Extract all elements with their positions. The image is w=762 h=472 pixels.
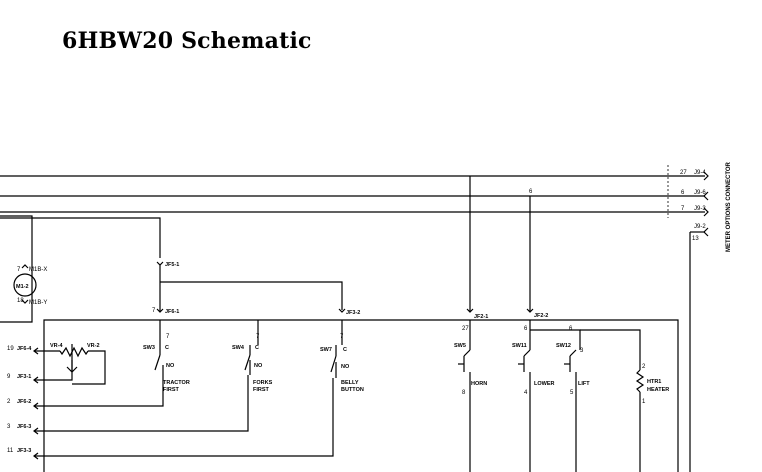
jf6-4-label: JF6-4 [17, 346, 32, 352]
pushbutton-sw11: SW11 4 LOWER [512, 343, 554, 472]
wire-7-sw3: 7 [166, 334, 170, 340]
vr4-label: VR-4 [50, 343, 63, 349]
jf2-2-label: JF2-2 [534, 313, 548, 319]
wire-6-right: 6 [569, 326, 573, 332]
motor-bottom-label: M1B-Y [29, 300, 47, 306]
vertical-feeds: JF5-1 7 JF6-1 JF3-2 JF2-1 6 JF2-2 [152, 176, 548, 320]
pushbutton-sw5: SW5 8 HORN [454, 343, 487, 472]
sw4-label2: FIRST [253, 387, 270, 393]
wire-2-heater: 2 [642, 364, 646, 370]
vr2-label: VR-2 [87, 343, 100, 349]
motor-top-label: M1B-X [29, 267, 47, 273]
wire-6-top: 6 [529, 189, 533, 195]
j9-2-label: J9-2 [694, 224, 706, 230]
sw3-label2: FIRST [163, 387, 180, 393]
sw3-no: NO [166, 363, 175, 369]
htr1-label: HEATER [647, 387, 669, 393]
sw7-c: C [343, 347, 347, 353]
wire-7-at-jf6-1: 7 [152, 308, 156, 314]
sw7-label1: BELLY [341, 380, 359, 386]
sw12-label: LIFT [578, 381, 590, 387]
wire-3-sw12: 3 [580, 348, 584, 354]
potentiometers: VR-4 VR-2 [50, 343, 106, 385]
wire-3-label: 3 [7, 424, 11, 430]
j9-4-label: J9-4 [694, 170, 706, 176]
wire-7-sw7: 7 [340, 334, 344, 340]
wire-13-label: 13 [692, 236, 699, 242]
wire-9-label: 9 [7, 374, 11, 380]
wire-27-label: 27 [680, 170, 687, 176]
sw5-label: HORN [471, 381, 487, 387]
main-rail: 7 7 7 27 6 6 [43, 319, 679, 472]
sw11-id: SW11 [512, 343, 527, 349]
jf6-2-label: JF6-2 [17, 399, 31, 405]
pushbutton-sw12: SW12 3 5 LIFT [556, 343, 590, 472]
wire-27-mid: 27 [462, 326, 469, 332]
switch-sw4: SW4 C NO FORKS FIRST [232, 345, 273, 393]
wire-11-label: 11 [7, 448, 14, 454]
wire-8-label: 8 [462, 390, 466, 396]
wire-5-label: 5 [570, 390, 574, 396]
sw12-id: SW12 [556, 343, 571, 349]
j9-6-label: J9-6 [694, 190, 706, 196]
j9-3-label: J9-3 [694, 206, 706, 212]
sw4-no: NO [254, 363, 263, 369]
sw5-id: SW5 [454, 343, 466, 349]
motor-wire-bottom: 18 [17, 298, 24, 304]
sw4-label1: FORKS [253, 380, 273, 386]
wire-4-label: 4 [524, 390, 528, 396]
htr1-id: HTR1 [647, 379, 661, 385]
page-title: 6HBW20 Schematic [62, 28, 312, 54]
jf6-3-label: JF6-3 [17, 424, 31, 430]
sw7-id: SW7 [320, 347, 332, 353]
jf5-1-label: JF5-1 [165, 262, 179, 268]
jf6-1-label: JF6-1 [165, 309, 179, 315]
wire-6-mid: 6 [524, 326, 528, 332]
sw4-id: SW4 [232, 345, 245, 351]
wire-6-label: 6 [681, 190, 685, 196]
heater-htr1: 2 HTR1 HEATER 1 [635, 364, 669, 472]
motor-label: M1-2 [16, 284, 29, 290]
meter-options-connector-label: METER OPTIONS CONNECTOR [726, 161, 732, 252]
sw4-c: C [255, 345, 259, 351]
jf3-1-label: JF3-1 [17, 374, 31, 380]
wire-1-heater: 1 [642, 399, 646, 405]
sw7-label2: BUTTON [341, 387, 364, 393]
wire-2-label: 2 [7, 399, 11, 405]
wire-7-sw4: 7 [256, 334, 260, 340]
jf2-1-label: JF2-1 [474, 314, 488, 320]
sw11-label: LOWER [534, 381, 554, 387]
switch-sw3: SW3 C NO TRACTOR FIRST [143, 345, 190, 393]
motor-m1-2: M1-2 7 18 M1B-X M1B-Y [13, 264, 47, 306]
sw3-label1: TRACTOR [163, 380, 190, 386]
motor-wire-top: 7 [17, 267, 21, 273]
sw3-c: C [165, 345, 169, 351]
meter-connector: 27 J9-4 6 J9-6 7 J9-3 13 J9-2 METER OPTI… [667, 161, 732, 252]
switch-sw7: SW7 C NO BELLY BUTTON [320, 345, 364, 393]
sw3-id: SW3 [143, 345, 155, 351]
jf3-2-label: JF3-2 [346, 310, 360, 316]
jf3-3-label: JF3-3 [17, 448, 31, 454]
wire-19-label: 19 [7, 346, 14, 352]
top-bus-lines [0, 175, 705, 472]
sw7-no: NO [341, 364, 350, 370]
wire-7-label: 7 [681, 206, 685, 212]
